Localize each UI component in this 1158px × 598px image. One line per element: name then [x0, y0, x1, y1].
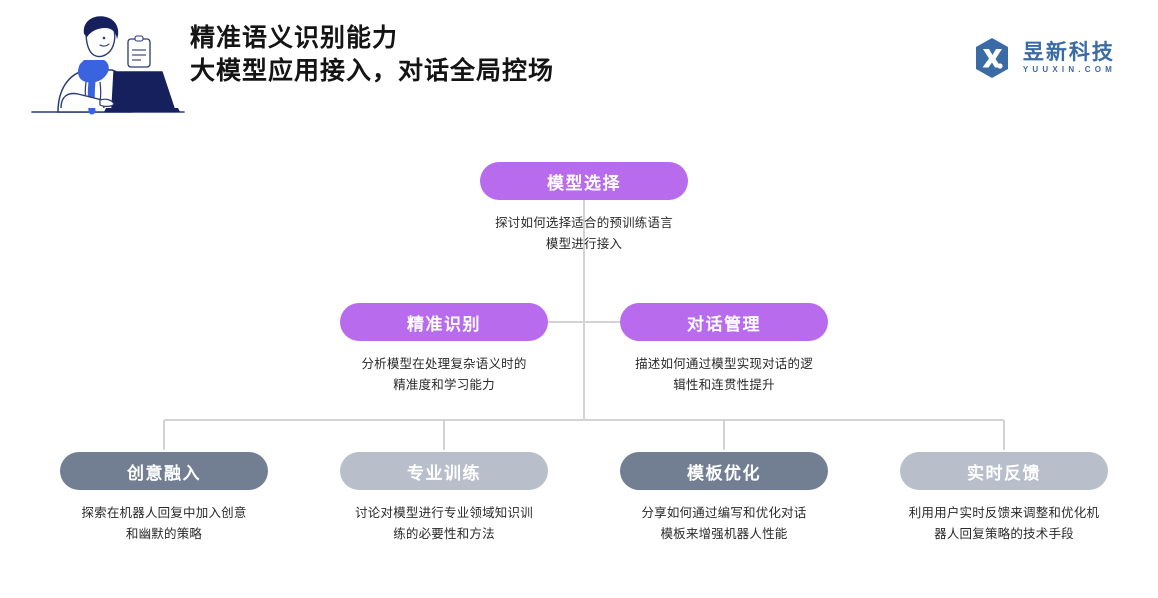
node-root[interactable]: 模型选择 探讨如何选择适合的预训练语言 模型进行接入: [480, 162, 688, 255]
page-title-line2: 大模型应用接入，对话全局控场: [190, 57, 555, 85]
node-template-optimization-title[interactable]: 模板优化: [620, 452, 828, 490]
node-dialog-management[interactable]: 对话管理 描述如何通过模型实现对话的逻 辑性和连贯性提升: [620, 303, 828, 396]
node-realtime-feedback-desc-line1: 利用用户实时反馈来调整和优化机: [908, 506, 1100, 520]
node-template-optimization-desc-line1: 分享如何通过编写和优化对话: [641, 506, 807, 520]
node-template-optimization-desc-line2: 模板来增强机器人性能: [660, 527, 788, 541]
node-realtime-feedback[interactable]: 实时反馈 利用用户实时反馈来调整和优化机 器人回复策略的技术手段: [900, 452, 1108, 545]
node-dialog-management-description: 描述如何通过模型实现对话的逻 辑性和连贯性提升: [620, 354, 828, 396]
tree-diagram: 模型选择 探讨如何选择适合的预训练语言 模型进行接入 精准识别 分析模型在处理复…: [0, 125, 1158, 598]
brand-logo: 昱新科技 YUUXIN.COM: [970, 36, 1116, 80]
node-dialog-management-desc-line2: 辑性和连贯性提升: [673, 378, 775, 392]
logo-text-cn: 昱新科技: [1022, 40, 1115, 64]
node-root-desc-line2: 模型进行接入: [545, 237, 623, 251]
logo-text-en: YUUXIN.COM: [1022, 64, 1116, 74]
node-creative-integration-desc-line1: 探索在机器人回复中加入创意: [81, 506, 247, 520]
node-professional-training-desc-line2: 练的必要性和方法: [393, 527, 495, 541]
page-title: 精准语义识别能力 大模型应用接入，对话全局控场: [190, 22, 554, 88]
node-professional-training-desc-line1: 讨论对模型进行专业领域知识训: [355, 506, 533, 520]
node-template-optimization[interactable]: 模板优化 分享如何通过编写和优化对话 模板来增强机器人性能: [620, 452, 828, 545]
node-precise-recognition-desc-line1: 分析模型在处理复杂语义时的: [361, 357, 527, 371]
node-dialog-management-title[interactable]: 对话管理: [620, 303, 828, 341]
node-creative-integration-title[interactable]: 创意融入: [60, 452, 268, 490]
hexagon-x-logo-icon: [975, 38, 1008, 78]
node-professional-training[interactable]: 专业训练 讨论对模型进行专业领域知识训 练的必要性和方法: [340, 452, 548, 545]
node-realtime-feedback-title[interactable]: 实时反馈: [900, 452, 1108, 490]
node-root-desc-line1: 探讨如何选择适合的预训练语言: [495, 216, 673, 230]
header: 精准语义识别能力 大模型应用接入，对话全局控场 昱新科技 YUUXIN.COM: [0, 0, 1158, 125]
node-dialog-management-desc-line1: 描述如何通过模型实现对话的逻: [635, 357, 813, 371]
node-precise-recognition[interactable]: 精准识别 分析模型在处理复杂语义时的 精准度和学习能力: [340, 303, 548, 396]
node-template-optimization-description: 分享如何通过编写和优化对话 模板来增强机器人性能: [620, 503, 828, 545]
node-precise-recognition-description: 分析模型在处理复杂语义时的 精准度和学习能力: [340, 354, 548, 396]
node-professional-training-title[interactable]: 专业训练: [340, 452, 548, 490]
node-creative-integration[interactable]: 创意融入 探索在机器人回复中加入创意 和幽默的策略: [60, 452, 268, 545]
node-precise-recognition-title[interactable]: 精准识别: [340, 303, 548, 341]
node-realtime-feedback-desc-line2: 器人回复策略的技术手段: [934, 527, 1074, 541]
node-creative-integration-description: 探索在机器人回复中加入创意 和幽默的策略: [60, 503, 268, 545]
node-professional-training-description: 讨论对模型进行专业领域知识训 练的必要性和方法: [340, 503, 548, 545]
person-working-on-laptop-illustration: [31, 16, 185, 115]
node-root-title[interactable]: 模型选择: [480, 162, 688, 200]
node-precise-recognition-desc-line2: 精准度和学习能力: [393, 378, 495, 392]
node-realtime-feedback-description: 利用用户实时反馈来调整和优化机 器人回复策略的技术手段: [900, 503, 1108, 545]
node-root-description: 探讨如何选择适合的预训练语言 模型进行接入: [480, 213, 688, 255]
node-creative-integration-desc-line2: 和幽默的策略: [125, 527, 203, 541]
page-title-line1: 精准语义识别能力: [190, 24, 399, 52]
